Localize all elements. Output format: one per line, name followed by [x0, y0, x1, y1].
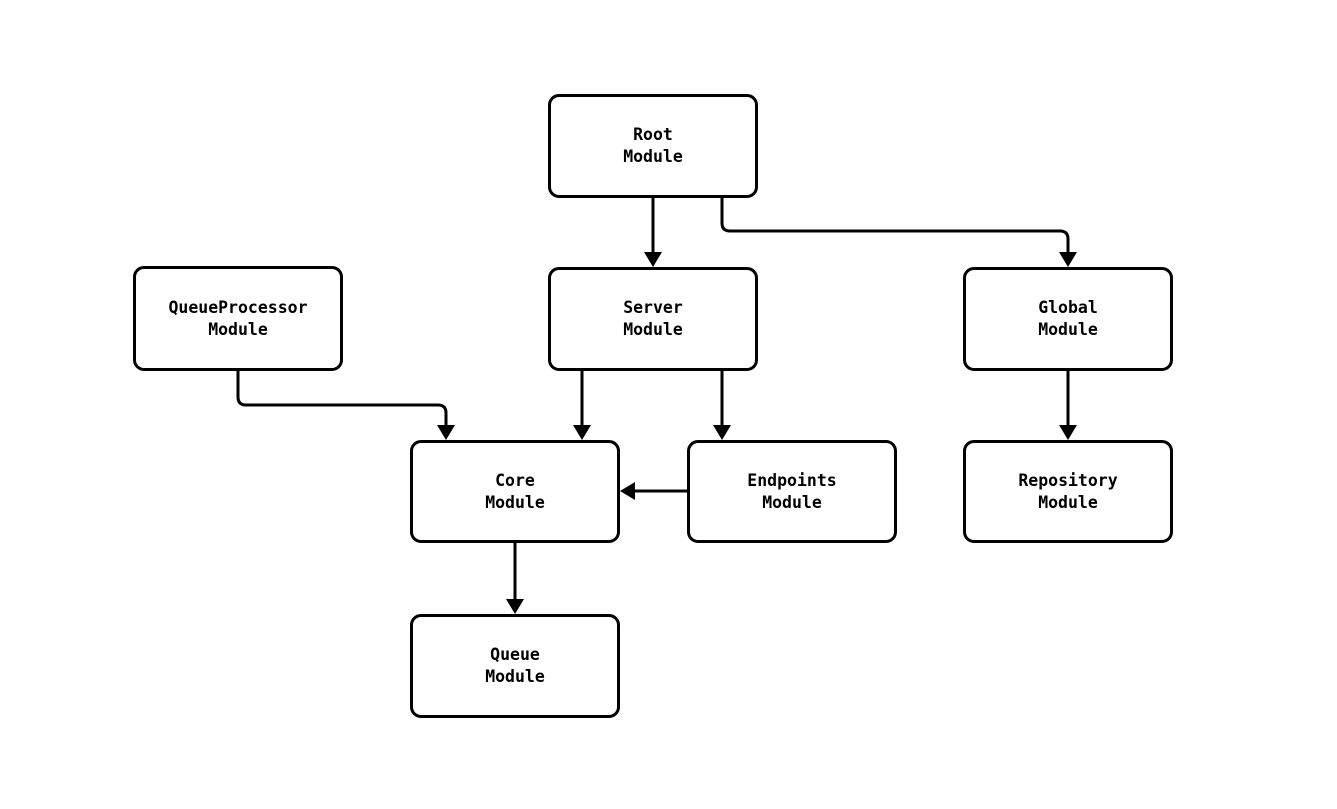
node-label-line2: Module [623, 320, 683, 339]
node-label-line2: Module [1038, 320, 1098, 339]
edge-server-to-core [573, 371, 591, 440]
node-label-line1: Root [633, 125, 673, 144]
node-queue-module[interactable]: Queue Module [410, 614, 620, 718]
node-label-line1: Endpoints [747, 470, 837, 490]
node-queueprocessor-module[interactable]: QueueProcessor Module [133, 266, 343, 371]
node-label-line2: Module [485, 492, 545, 512]
node-label-line2: Module [623, 147, 683, 166]
node-label-line1: Repository [1018, 470, 1118, 490]
node-global-module[interactable]: Global Module [963, 267, 1173, 371]
node-core-module[interactable]: Core Module [410, 440, 620, 543]
edge-server-to-endpoints [713, 371, 731, 440]
edge-root-to-server [644, 198, 662, 267]
node-label-line1: Server [623, 298, 683, 317]
node-root-module[interactable]: Root Module [548, 94, 758, 198]
edge-core-to-queue [506, 543, 524, 614]
node-label-line1: Queue [490, 645, 540, 664]
node-repository-module[interactable]: Repository Module [963, 440, 1173, 543]
node-endpoints-module[interactable]: Endpoints Module [687, 440, 897, 543]
node-label-line2: Module [1038, 492, 1098, 512]
node-label-line2: Module [762, 492, 822, 512]
edge-queueprocessor-to-core [236, 371, 455, 440]
node-label-line1: Global [1038, 298, 1098, 317]
node-server-module[interactable]: Server Module [548, 267, 758, 371]
edge-global-to-repository [1059, 371, 1077, 440]
edge-root-to-global [720, 198, 1077, 267]
node-label-line1: Core [495, 470, 535, 490]
node-label-line2: Module [208, 319, 268, 339]
node-label-line2: Module [485, 667, 545, 686]
node-label-line1: QueueProcessor [168, 297, 308, 317]
edge-endpoints-to-core [620, 482, 687, 500]
